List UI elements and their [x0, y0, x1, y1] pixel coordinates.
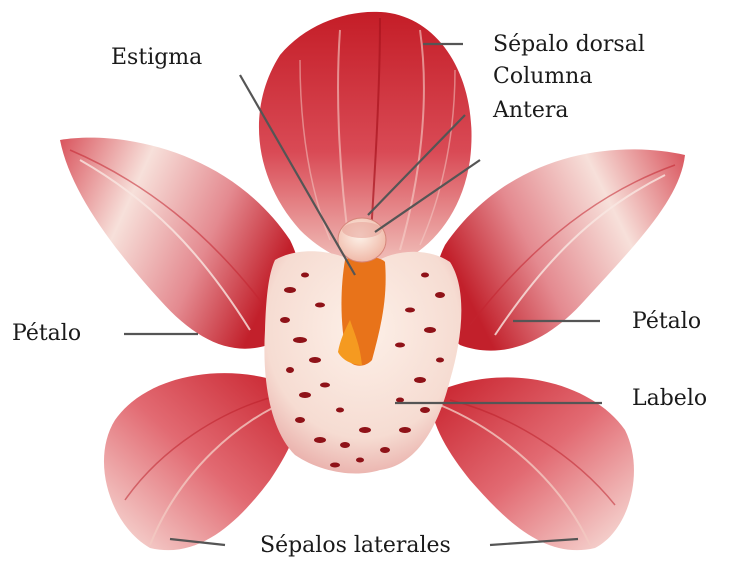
petal-left	[60, 138, 301, 349]
label-petalo-right: Pétalo	[632, 309, 701, 335]
label-labelo: Labelo	[632, 386, 707, 412]
anther	[338, 218, 386, 262]
label-estigma: Estigma	[111, 45, 202, 71]
label-sepalo-dorsal: Sépalo dorsal	[493, 32, 645, 58]
label-petalo-left: Pétalo	[12, 321, 81, 347]
label-sepalos-laterales: Sépalos laterales	[260, 533, 451, 559]
label-columna: Columna	[493, 64, 592, 90]
label-antera: Antera	[493, 98, 569, 124]
